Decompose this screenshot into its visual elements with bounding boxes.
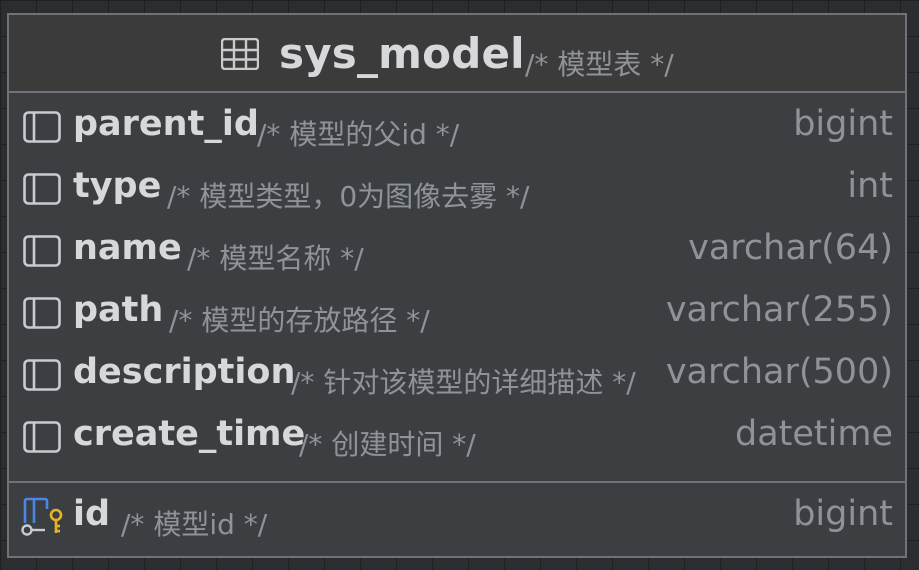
column-row-create-time[interactable]: create_time /* 创建时间 */ datetime: [9, 407, 905, 469]
column-type: bigint: [793, 494, 893, 534]
column-name: path: [73, 290, 164, 330]
column-type: int: [847, 166, 893, 206]
column-name: parent_id: [73, 104, 259, 144]
primary-key-section: id /* 模型id */ bigint: [9, 483, 905, 558]
column-row-parent-id[interactable]: parent_id /* 模型的父id */ bigint: [9, 97, 905, 159]
column-type: bigint: [793, 104, 893, 144]
column-row-type[interactable]: type /* 模型类型，0为图像去雾 */ int: [9, 159, 905, 221]
sys-model-table-card[interactable]: sys_model /* 模型表 */ parent_id /* 模型的父id …: [7, 13, 907, 558]
columns-list: parent_id /* 模型的父id */ bigint type /* 模型…: [9, 93, 905, 481]
column-type: varchar(500): [665, 352, 893, 392]
column-row-name[interactable]: name /* 模型名称 */ varchar(64): [9, 221, 905, 283]
table-name: sys_model: [279, 29, 525, 78]
column-name: description: [73, 352, 296, 392]
column-type: varchar(64): [688, 228, 893, 268]
column-type: varchar(255): [665, 290, 893, 330]
primary-key-divider: [9, 481, 905, 483]
column-type: datetime: [735, 414, 893, 454]
column-icon: [23, 235, 61, 267]
column-comment: /* 模型的存放路径 */: [169, 304, 430, 337]
column-comment: /* 模型类型，0为图像去雾 */: [167, 180, 530, 213]
column-icon: [23, 111, 61, 143]
table-header[interactable]: sys_model /* 模型表 */: [9, 15, 905, 93]
column-row-description[interactable]: description /* 针对该模型的详细描述 */ varchar(500…: [9, 345, 905, 407]
column-name: id: [73, 494, 111, 534]
column-name: name: [73, 228, 182, 268]
column-icon: [23, 173, 61, 205]
column-row-path[interactable]: path /* 模型的存放路径 */ varchar(255): [9, 283, 905, 345]
column-comment: /* 模型的父id */: [257, 118, 460, 151]
table-icon: [221, 38, 259, 70]
column-comment: /* 创建时间 */: [299, 428, 476, 461]
column-row-id[interactable]: id /* 模型id */ bigint: [9, 485, 905, 547]
column-icon: [23, 297, 61, 329]
column-comment: /* 模型名称 */: [187, 242, 364, 275]
column-name: create_time: [73, 414, 306, 454]
column-comment: /* 针对该模型的详细描述 */: [291, 366, 636, 399]
table-comment: /* 模型表 */: [525, 48, 674, 81]
primary-key-column-icon: [21, 497, 63, 536]
column-icon: [23, 421, 61, 453]
column-comment: /* 模型id */: [121, 508, 268, 541]
column-icon: [23, 359, 61, 391]
column-name: type: [73, 166, 162, 206]
